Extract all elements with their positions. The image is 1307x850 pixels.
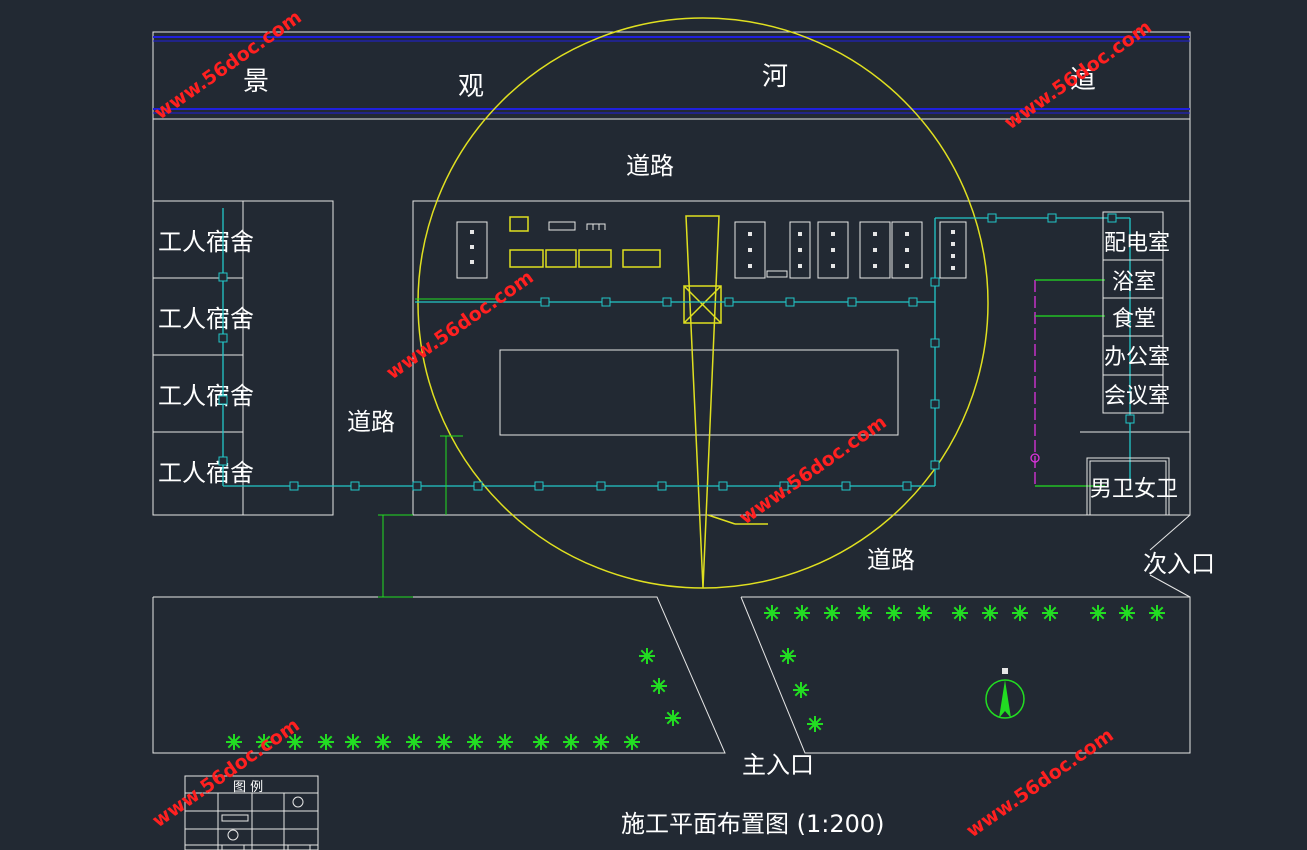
- watermark: www.56doc.com: [962, 724, 1117, 842]
- tree-icon: [639, 648, 655, 664]
- tree-icon: [952, 605, 968, 621]
- crane-base: [683, 285, 722, 324]
- tree-icon: [665, 710, 681, 726]
- tree-icon: [1042, 605, 1058, 621]
- road-label: 道路: [347, 408, 395, 436]
- legend-table: [184, 775, 319, 850]
- dorm-label: 工人宿舍: [158, 228, 254, 256]
- tree-icon: [886, 605, 902, 621]
- building-footprint: [499, 349, 899, 436]
- toilet-label: 男卫女卫: [1090, 477, 1178, 502]
- tree-icon: [287, 734, 303, 750]
- tree-icon: [226, 734, 242, 750]
- watermark: www.56doc.com: [382, 266, 537, 384]
- tree-icon: [467, 734, 483, 750]
- room-label: 浴室: [1112, 270, 1156, 295]
- river-label: 道: [1070, 65, 1096, 95]
- tree-icon: [780, 648, 796, 664]
- secondary-entrance-label: 次入口: [1143, 550, 1215, 578]
- tree-icon: [563, 734, 579, 750]
- tree-icon: [624, 734, 640, 750]
- river-label: 河: [762, 62, 788, 92]
- river-area: 景 观 河 道: [152, 31, 1191, 120]
- room-label: 会议室: [1104, 384, 1170, 409]
- watermarks: www.56doc.com www.56doc.com www.56doc.co…: [148, 6, 1155, 842]
- tree-icon: [497, 734, 513, 750]
- tree-icon: [794, 605, 810, 621]
- yard-labels-glyphs: [470, 230, 955, 270]
- legend-title: 图 例: [233, 780, 263, 795]
- tower-crane: [417, 17, 989, 589]
- tree-icon: [1090, 605, 1106, 621]
- tree-icon: [916, 605, 932, 621]
- machinery-boxes: [509, 216, 661, 268]
- tree-icon: [982, 605, 998, 621]
- facility-block: [1086, 211, 1170, 516]
- main-entrance-label: 主入口: [742, 751, 814, 779]
- tree-icon: [318, 734, 334, 750]
- room-label: 办公室: [1104, 345, 1170, 370]
- road-label: 道路: [867, 546, 915, 574]
- north-arrow-icon: [985, 668, 1025, 719]
- watermark: www.56doc.com: [1000, 16, 1155, 134]
- construction-site: [412, 200, 1191, 516]
- tree-icon: [436, 734, 452, 750]
- tree-icon: [406, 734, 422, 750]
- tree-icon: [856, 605, 872, 621]
- tree-icon: [533, 734, 549, 750]
- dorm-label: 工人宿舍: [158, 305, 254, 333]
- room-label: 配电室: [1104, 231, 1170, 256]
- tree-icon: [764, 605, 780, 621]
- tree-icon: [345, 734, 361, 750]
- river-label: 观: [458, 72, 484, 102]
- watermark: www.56doc.com: [148, 714, 303, 832]
- tree-icon: [793, 682, 809, 698]
- tree-icon: [824, 605, 840, 621]
- tree-icon: [593, 734, 609, 750]
- tree-icon: [1149, 605, 1165, 621]
- river-label: 景: [243, 67, 269, 97]
- pipe-valves: [218, 213, 1135, 491]
- watermark: www.56doc.com: [150, 6, 305, 124]
- tree-icon: [807, 716, 823, 732]
- tree-icon: [256, 734, 272, 750]
- tree-icon: [1012, 605, 1028, 621]
- dorm-label: 工人宿舍: [158, 459, 254, 487]
- tree-icon: [1119, 605, 1135, 621]
- watermark: www.56doc.com: [735, 411, 890, 529]
- material-yards: [456, 221, 967, 279]
- road-label: 道路: [626, 152, 674, 180]
- power-line: [1030, 279, 1105, 487]
- dimension-lines: [378, 298, 500, 598]
- dormitory-block: [152, 200, 334, 516]
- room-label: 食堂: [1112, 307, 1156, 332]
- dorm-label: 工人宿舍: [158, 382, 254, 410]
- tree-icon: [375, 734, 391, 750]
- drawing-title: 施工平面布置图 (1:200): [621, 810, 885, 838]
- water-pipe-network: [222, 208, 1131, 490]
- tree-icon: [651, 678, 667, 694]
- tree-group: [226, 605, 1165, 750]
